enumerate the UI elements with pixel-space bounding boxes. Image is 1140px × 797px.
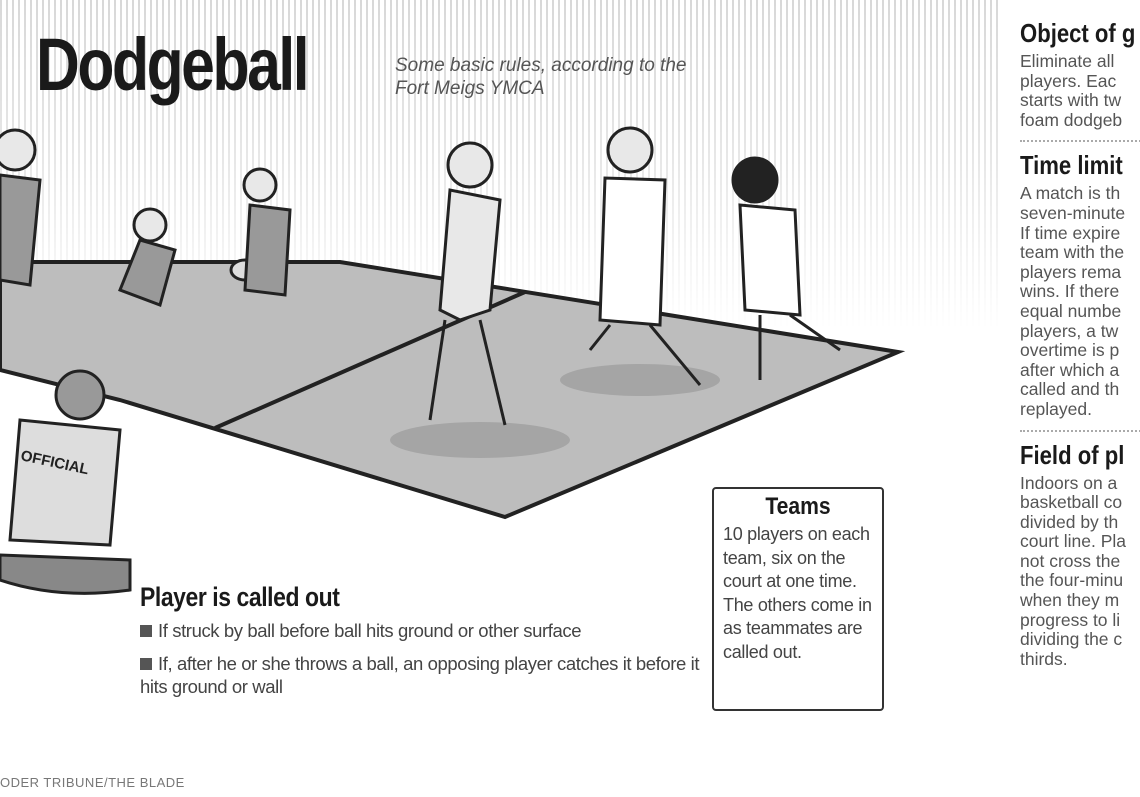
official: OFFICIAL [0, 369, 132, 595]
object-text: Eliminate all players. Eac starts with t… [1020, 51, 1123, 130]
time-limit-text: A match is th seven-minute If time expir… [1020, 183, 1126, 419]
player [0, 128, 42, 287]
court-illustration: OFFICIAL [0, 126, 906, 595]
field-text: Indoors on a basketball co divided by th… [1020, 472, 1127, 669]
divider [1020, 140, 1140, 143]
players [0, 126, 841, 426]
teams-text: 10 players on each team, six on the cour… [723, 524, 872, 662]
teams-box: Teams 10 players on each team, six on th… [712, 487, 884, 711]
called-out-heading: Player is called out [140, 582, 340, 612]
time-limit-heading: Time limit [1020, 150, 1123, 181]
field-heading: Field of pl [1020, 439, 1125, 470]
teams-heading: Teams [765, 493, 831, 520]
called-out-section: Player is called out If struck by ball b… [140, 582, 700, 708]
player [731, 156, 841, 380]
rules-sidebar: Object of g Eliminate all players. Eac s… [1020, 18, 1140, 669]
player [428, 141, 507, 426]
player [588, 126, 702, 386]
court [0, 260, 906, 520]
object-heading: Object of g [1020, 18, 1136, 48]
bullet-square-icon [140, 625, 152, 637]
bullet-item: If, after he or she throws a ball, an op… [140, 653, 700, 697]
divider [1020, 429, 1140, 432]
bullet-item: If struck by ball before ball hits groun… [140, 619, 700, 642]
credit: ODER TRIBUNE/THE BLADE [0, 775, 185, 790]
bullet-square-icon [140, 658, 152, 670]
player [118, 207, 177, 307]
page-title: Dodgeball [36, 23, 310, 106]
player [242, 167, 292, 297]
subtitle: Some basic rules, according to the Fort … [395, 55, 687, 99]
